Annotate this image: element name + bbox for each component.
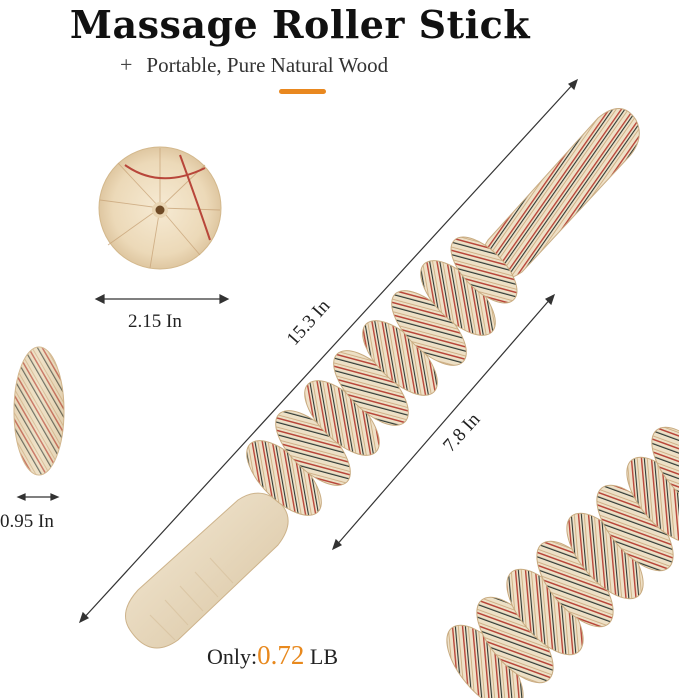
- disc-thickness-label: 0.95 In: [0, 511, 54, 532]
- subtitle-row: + Portable, Pure Natural Wood: [120, 52, 388, 78]
- accent-divider: [279, 89, 326, 94]
- disc-diameter-label: 2.15 In: [128, 311, 182, 332]
- roller-stick: [125, 108, 640, 649]
- plus-icon: +: [120, 52, 133, 77]
- weight-prefix: Only:: [207, 644, 258, 669]
- disc-face-view: [98, 146, 222, 270]
- product-title: Massage Roller Stick: [69, 2, 531, 47]
- roller-discs: [246, 236, 518, 516]
- diameter-arrow: [94, 294, 230, 304]
- thickness-arrow: [16, 493, 60, 501]
- weight-value: 0.72: [257, 640, 305, 670]
- weight-unit: LB: [309, 644, 338, 669]
- roller-stick-closeup: [446, 426, 679, 698]
- weight-label: Only:0.72 LB: [207, 640, 338, 671]
- subtitle-text: Portable, Pure Natural Wood: [146, 52, 389, 77]
- disc-side-view: [13, 346, 65, 476]
- roller-length-arrow: [331, 293, 556, 551]
- total-length-arrow: [78, 78, 579, 624]
